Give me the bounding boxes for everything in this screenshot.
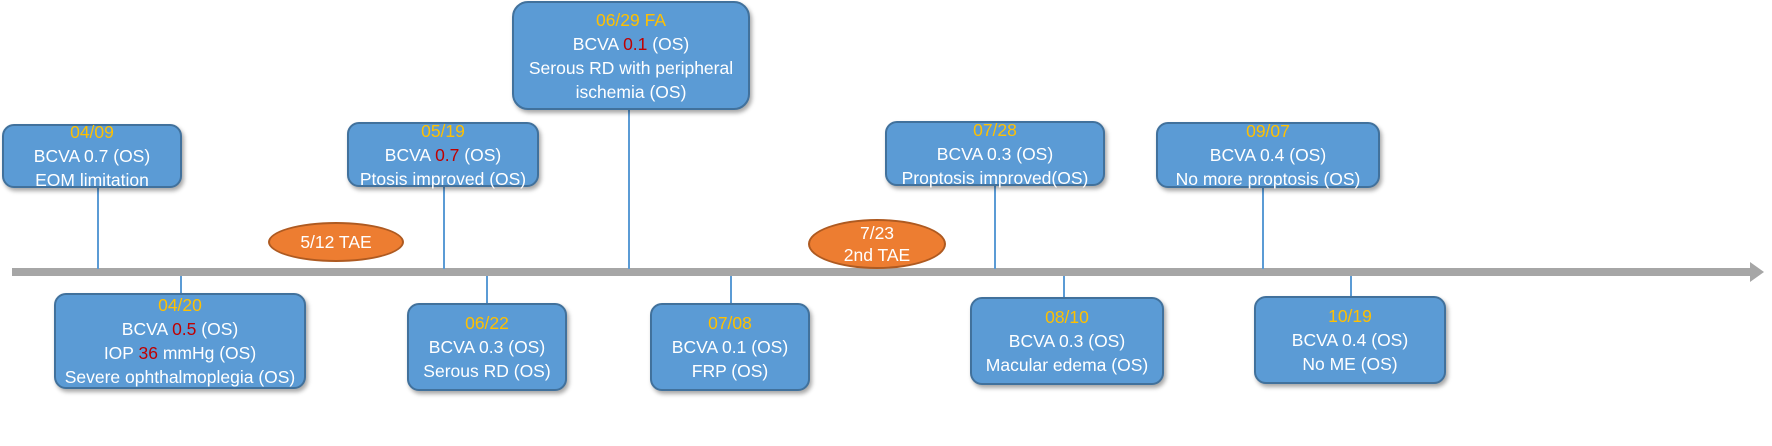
event-line: Serous RD with peripheral: [528, 57, 734, 78]
event-text: (OS): [459, 144, 502, 165]
event-line: No ME (OS): [1302, 354, 1398, 374]
event-highlight: 0.7: [435, 144, 460, 165]
treatment-label: 5/12 TAE: [300, 232, 372, 252]
event-text: BCVA: [572, 33, 624, 54]
connector-0907: [1262, 187, 1264, 269]
event-line: BCVA 0.3 (OS): [1008, 331, 1126, 351]
event-line: ischemia (OS): [575, 81, 687, 102]
event-box-0519: 05/19 BCVA 0.7 (OS) Ptosis improved (OS): [347, 120, 539, 189]
event-line: BCVA 0.4 (OS): [1291, 330, 1409, 350]
event-box-0420: 04/20 BCVA 0.5 (OS) IOP 36 mmHg (OS) Sev…: [54, 293, 306, 389]
event-line: Serous RD (OS): [423, 361, 551, 381]
event-date: 04/20: [158, 295, 202, 315]
event-box-1019: 10/19 BCVA 0.4 (OS) No ME (OS): [1254, 296, 1446, 384]
event-highlight: 0.1: [623, 33, 648, 54]
event-date: 06/29 FA: [595, 9, 667, 30]
event-text: BCVA: [384, 144, 436, 165]
event-box-0409: 04/09 BCVA 0.7 (OS) EOM limitation: [2, 122, 182, 190]
event-line: No more proptosis (OS): [1175, 169, 1361, 189]
event-line: BCVA 0.5 (OS): [122, 317, 238, 341]
event-text: (OS): [196, 319, 239, 339]
event-highlight: 36: [138, 343, 158, 363]
event-box-0622: 06/22 BCVA 0.3 (OS) Serous RD (OS): [407, 303, 567, 391]
event-line: Severe ophthalmoplegia (OS): [64, 367, 296, 387]
event-date: 07/28: [973, 119, 1017, 140]
event-text: BCVA: [121, 319, 173, 339]
event-highlight: 0.5: [172, 319, 197, 339]
timeline-axis: [12, 268, 1752, 276]
event-date: 06/22: [465, 313, 509, 333]
event-bcva: BCVA 0.7 (OS): [33, 146, 151, 166]
treatment-oval-tae: 5/12 TAE: [268, 222, 404, 262]
event-date: 09/07: [1246, 121, 1290, 141]
event-line: Ptosis improved (OS): [359, 168, 527, 189]
event-box-0810: 08/10 BCVA 0.3 (OS) Macular edema (OS): [970, 297, 1164, 385]
event-text: IOP: [103, 343, 139, 363]
connector-0728: [994, 185, 996, 269]
event-line: BCVA 0.3 (OS): [936, 143, 1054, 164]
event-line: IOP 36 mmHg (OS): [104, 341, 256, 365]
event-line: BCVA 0.1 (OS): [573, 32, 689, 56]
event-line: EOM limitation: [35, 170, 149, 190]
timeline-arrowhead: [1750, 262, 1764, 282]
event-line: BCVA 0.7 (OS): [34, 144, 150, 168]
event-box-0907: 09/07 BCVA 0.4 (OS) No more proptosis (O…: [1156, 121, 1380, 189]
connector-0409: [97, 187, 99, 269]
event-date: 04/09: [70, 122, 114, 142]
event-box-0728: 07/28 BCVA 0.3 (OS) Proptosis improved(O…: [885, 119, 1105, 188]
treatment-label: 2nd TAE: [843, 245, 911, 265]
event-date: 10/19: [1328, 306, 1372, 326]
event-line: BCVA 0.7 (OS): [385, 143, 501, 167]
event-box-0708: 07/08 BCVA 0.1 (OS) FRP (OS): [650, 303, 810, 391]
event-line: Proptosis improved(OS): [901, 167, 1089, 188]
treatment-oval-2nd-tae: 7/23 2nd TAE: [808, 219, 946, 269]
event-date: 07/08: [708, 313, 752, 333]
event-box-0629: 06/29 FA BCVA 0.1 (OS) Serous RD with pe…: [512, 1, 750, 110]
connector-0519: [443, 186, 445, 269]
event-line: BCVA 0.4 (OS): [1209, 145, 1327, 165]
connector-0629: [628, 110, 630, 269]
event-line: BCVA 0.1 (OS): [671, 337, 789, 357]
event-text: mmHg (OS): [157, 343, 257, 363]
event-date: 05/19: [421, 120, 465, 141]
event-line: BCVA 0.3 (OS): [428, 337, 546, 357]
event-text: (OS): [647, 33, 690, 54]
event-line: Macular edema (OS): [985, 355, 1149, 375]
treatment-label: 7/23: [859, 223, 895, 243]
event-line: FRP (OS): [691, 361, 769, 381]
event-date: 08/10: [1045, 307, 1089, 327]
